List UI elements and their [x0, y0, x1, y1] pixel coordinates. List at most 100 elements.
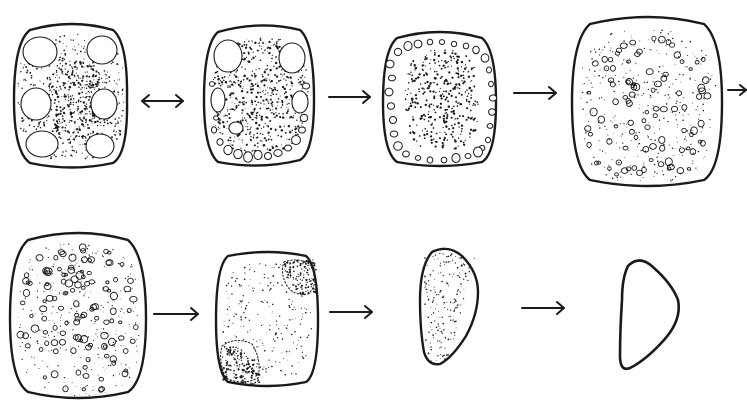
granule-dot — [100, 122, 102, 124]
granule-dot — [306, 279, 308, 281]
granule-dot — [410, 103, 412, 105]
vacuole — [629, 129, 634, 134]
granule-dot — [426, 133, 428, 135]
granule-dot — [85, 293, 86, 294]
granule-dot — [265, 69, 267, 71]
granule-dot — [619, 147, 620, 148]
granule-dot — [276, 82, 277, 83]
granule-dot — [249, 133, 251, 135]
granule-dot — [72, 334, 73, 335]
granule-dot — [688, 133, 689, 134]
granule-dot — [244, 378, 245, 379]
granule-dot — [450, 316, 451, 317]
granule-dot — [94, 363, 95, 364]
granule-dot — [439, 91, 440, 92]
vacuole — [36, 255, 43, 261]
granule-dot — [88, 99, 90, 101]
granule-dot — [590, 99, 591, 100]
granule-dot — [692, 160, 693, 161]
vacuole — [79, 244, 86, 251]
granule-dot — [430, 343, 431, 344]
granule-dot — [86, 108, 88, 110]
granule-dot — [431, 131, 433, 133]
granule-dot — [242, 97, 244, 99]
granule-dot — [672, 38, 673, 39]
granule-dot — [408, 88, 409, 89]
granule-dot — [289, 319, 290, 320]
granule-dot — [301, 122, 302, 123]
granule-dot — [251, 101, 253, 103]
granule-dot — [102, 256, 103, 257]
granule-dot — [410, 63, 412, 65]
granule-dot — [83, 48, 84, 49]
granule-dot — [304, 308, 305, 309]
granule-dot — [429, 90, 431, 92]
granule-dot — [48, 335, 49, 336]
granule-dot — [293, 279, 294, 280]
granule-dot — [430, 135, 432, 137]
granule-dot — [287, 325, 288, 326]
granule-dot — [466, 67, 467, 68]
granule-dot — [120, 299, 121, 300]
granule-dot — [60, 63, 61, 64]
granule-dot — [469, 60, 471, 62]
granule-dot — [41, 68, 42, 69]
granule-dot — [435, 255, 436, 256]
vacuole — [679, 148, 684, 153]
granule-dot — [612, 159, 613, 160]
granule-dot — [261, 325, 262, 326]
granule-dot — [230, 351, 232, 353]
granule-dot — [277, 101, 279, 103]
granule-dot — [454, 118, 456, 120]
granule-dot — [255, 56, 256, 57]
granule-dot — [654, 132, 655, 133]
granule-dot — [301, 285, 303, 287]
granule-dot — [602, 49, 603, 50]
granule-dot — [136, 339, 137, 340]
granule-dot — [592, 112, 593, 113]
granule-dot — [473, 75, 475, 77]
granule-dot — [446, 117, 448, 119]
granule-dot — [450, 302, 451, 303]
granule-dot — [301, 319, 302, 320]
granule-dot — [450, 57, 452, 59]
granule-dot — [680, 146, 681, 147]
granule-dot — [679, 112, 680, 113]
granule-dot — [458, 76, 460, 78]
granule-dot — [60, 320, 61, 321]
granule-dot — [91, 68, 92, 69]
granule-dot — [292, 309, 293, 310]
granule-dot — [267, 68, 268, 69]
granule-dot — [229, 137, 231, 139]
granule-dot — [289, 351, 290, 352]
granule-dot — [64, 35, 66, 37]
granule-dot — [470, 110, 472, 112]
granule-dot — [268, 74, 269, 75]
granule-dot — [122, 110, 124, 112]
granule-dot — [65, 150, 66, 151]
granule-dot — [120, 121, 121, 122]
granule-dot — [241, 45, 243, 47]
granule-dot — [311, 278, 312, 279]
granule-dot — [454, 53, 456, 55]
granule-dot — [237, 350, 239, 352]
granule-dot — [412, 60, 414, 62]
granule-dot — [620, 136, 621, 137]
granule-dot — [286, 261, 288, 263]
granule-dot — [258, 124, 260, 126]
granule-dot — [261, 48, 262, 49]
granule-dot — [37, 291, 38, 292]
granule-dot — [430, 116, 432, 118]
granule-dot — [438, 323, 439, 324]
granule-dot — [294, 284, 295, 285]
vacuole — [254, 151, 262, 160]
granule-dot — [72, 352, 73, 353]
granule-dot — [307, 91, 308, 92]
granule-dot — [285, 91, 287, 93]
vacuole — [386, 60, 394, 68]
granule-dot — [31, 266, 32, 267]
granule-dot — [306, 282, 307, 283]
granule-dot — [85, 49, 86, 50]
granule-dot — [618, 56, 619, 57]
granule-dot — [622, 134, 623, 135]
